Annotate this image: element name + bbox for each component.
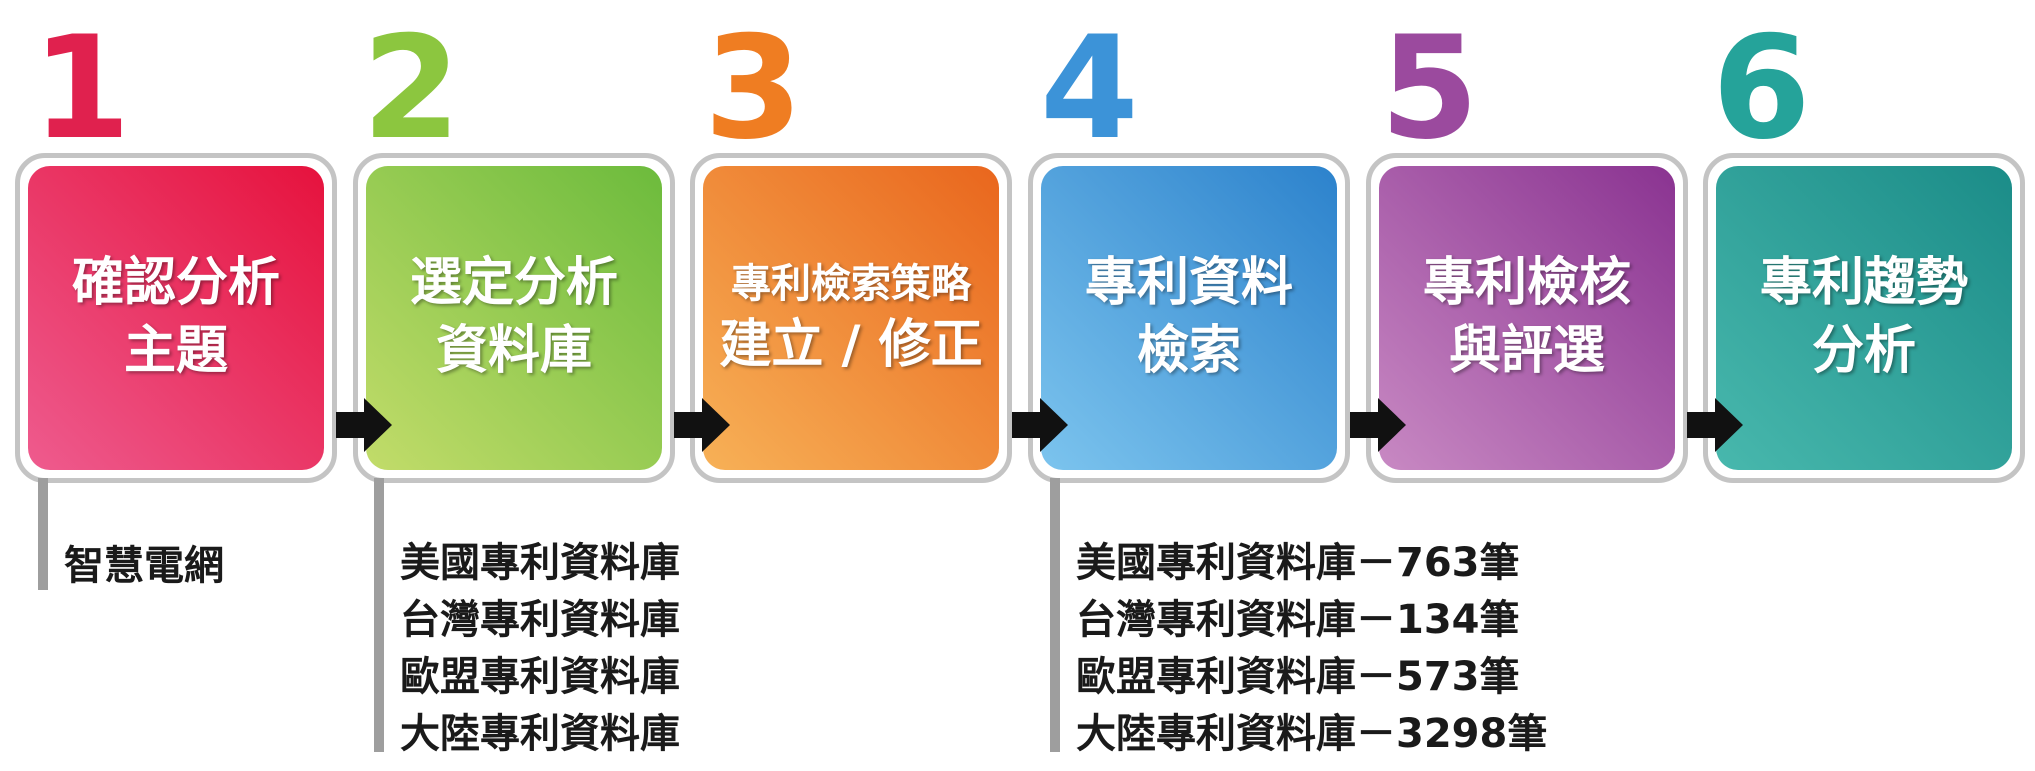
step-4-note-item: 台灣專利資料庫－134筆 bbox=[1076, 597, 1520, 643]
step-3-title-line-2: 建立 / 修正 bbox=[719, 315, 983, 376]
arrow-right-icon bbox=[336, 398, 392, 452]
step-4-note-item: 歐盟專利資料庫－573筆 bbox=[1076, 654, 1520, 700]
step-6-frame: 專利趨勢 分析 bbox=[1703, 153, 2025, 483]
step-1-title-line-2: 主題 bbox=[123, 321, 228, 381]
step-2-number: 2 bbox=[362, 6, 461, 171]
step-6-title-line-2: 分析 bbox=[1811, 321, 1916, 381]
arrow-right-icon bbox=[674, 398, 730, 452]
step-1-title-line-1: 確認分析 bbox=[71, 253, 280, 314]
step-6-number: 6 bbox=[1712, 6, 1811, 171]
step-3-number: 3 bbox=[704, 6, 803, 171]
step-2-title-line-2: 資料庫 bbox=[435, 321, 592, 381]
step-4-title-line-2: 檢索 bbox=[1136, 321, 1241, 381]
arrow-right-icon bbox=[1350, 398, 1406, 452]
step-2-note-item: 美國專利資料庫 bbox=[400, 540, 680, 586]
step-4-connector-line bbox=[1050, 478, 1060, 752]
step-3-frame: 專利檢索策略 建立 / 修正 bbox=[690, 153, 1012, 483]
step-6-title-line-1: 專利趨勢 bbox=[1759, 253, 1968, 314]
step-4-note-item: 美國專利資料庫－763筆 bbox=[1076, 540, 1520, 586]
step-5-number: 5 bbox=[1380, 6, 1479, 171]
step-6-box: 專利趨勢 分析 bbox=[1716, 166, 2012, 470]
step-5-box: 專利檢核 與評選 bbox=[1379, 166, 1675, 470]
step-2-connector-line bbox=[374, 478, 384, 752]
step-4-note-item: 大陸專利資料庫－3298筆 bbox=[1076, 711, 1548, 757]
step-5-frame: 專利檢核 與評選 bbox=[1366, 153, 1688, 483]
step-4-number: 4 bbox=[1040, 6, 1139, 171]
step-4-notes: 美國專利資料庫－763筆 台灣專利資料庫－134筆 歐盟專利資料庫－573筆 大… bbox=[1076, 535, 1547, 763]
step-4-frame: 專利資料 檢索 bbox=[1028, 153, 1350, 483]
step-1-connector-line bbox=[38, 478, 48, 590]
step-3-box: 專利檢索策略 建立 / 修正 bbox=[703, 166, 999, 470]
step-1-box: 確認分析 主題 bbox=[28, 166, 324, 470]
arrow-right-icon bbox=[1687, 398, 1743, 452]
step-5-title-line-2: 與評選 bbox=[1448, 321, 1605, 381]
step-1-note-item: 智慧電網 bbox=[64, 543, 224, 589]
step-4-box: 專利資料 檢索 bbox=[1041, 166, 1337, 470]
step-2-box: 選定分析 資料庫 bbox=[366, 166, 662, 470]
step-2-title-line-1: 選定分析 bbox=[409, 253, 618, 314]
step-3-title-line-1: 專利檢索策略 bbox=[731, 261, 971, 308]
step-4-title-line-1: 專利資料 bbox=[1084, 253, 1293, 314]
step-2-note-item: 歐盟專利資料庫 bbox=[400, 654, 680, 700]
step-2-note-item: 台灣專利資料庫 bbox=[400, 597, 680, 643]
step-2-frame: 選定分析 資料庫 bbox=[353, 153, 675, 483]
arrow-right-icon bbox=[1012, 398, 1068, 452]
step-1-number: 1 bbox=[32, 6, 131, 171]
step-2-notes: 美國專利資料庫 台灣專利資料庫 歐盟專利資料庫 大陸專利資料庫 bbox=[400, 535, 680, 763]
step-1-notes: 智慧電網 bbox=[64, 538, 224, 595]
step-5-title-line-1: 專利檢核 bbox=[1422, 253, 1631, 314]
step-2-note-item: 大陸專利資料庫 bbox=[400, 711, 680, 757]
step-1-frame: 確認分析 主題 bbox=[15, 153, 337, 483]
